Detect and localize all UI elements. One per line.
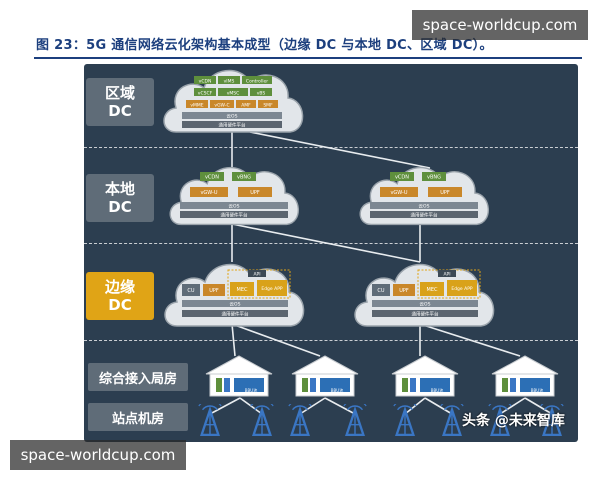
building-tag: BBU池 (331, 387, 343, 393)
regional-row3: vMME vGW-C AMF SMF (186, 100, 278, 109)
edge-cloud-os: 云OS (230, 302, 241, 308)
local-vnf: UPF (440, 190, 450, 196)
regional-vnf: vCSCF (198, 91, 213, 97)
edge-box: MEC (237, 287, 248, 293)
local-vnf: vCDN (395, 175, 409, 181)
regional-vnf: vMSC (227, 91, 240, 97)
access-office-building: BBU池 (491, 355, 559, 397)
regional-cloud-os: 云OS (227, 114, 238, 120)
regional-vnf: vMME (190, 103, 203, 109)
edge-box: CU (187, 288, 194, 294)
tier-label-edge-dc: 边缘 DC (86, 272, 154, 320)
local-cloud-os: 云OS (419, 204, 430, 210)
edge-box: Edge APP (451, 286, 473, 292)
tier-regional-line1: 区域 (104, 84, 135, 102)
regional-vnf: vBS (257, 91, 266, 97)
watermark-bottom: space-worldcup.com (10, 440, 186, 470)
regional-vnf: vGW-C (214, 103, 229, 109)
building-tag: BBU池 (245, 387, 257, 393)
tier-regional-line2: DC (108, 102, 132, 120)
cell-tower-icon (439, 404, 465, 436)
regional-vnf: Controller (246, 79, 268, 85)
edge-api-label: API (443, 272, 450, 278)
watermark-top: space-worldcup.com (412, 10, 588, 40)
regional-vnf: vCDN (199, 79, 212, 85)
local-vnf: vBNG (237, 175, 251, 181)
regional-row2: vCSCF vMSC vBS (194, 88, 272, 97)
regional-row1: vCDN vIMS Controller (194, 76, 272, 85)
local-dc-cloud-left: vCDN vBNG vGW-U UPF 云OS 通用硬件平台 (169, 166, 300, 226)
local-vnf: vGW-U (390, 190, 407, 196)
access-office-building: BBU池 (291, 355, 359, 397)
edge-box: UPF (209, 288, 219, 294)
cell-tower-icon (342, 404, 368, 436)
tier-edge-line2: DC (108, 296, 132, 314)
local-cloud-os: 云OS (229, 204, 240, 210)
regional-hw-platform: 通用硬件平台 (219, 122, 246, 129)
row-label-access-office: 综合接入局房 (88, 363, 188, 391)
tier-edge-line1: 边缘 (104, 278, 135, 296)
local-vnf: vBNG (427, 175, 441, 181)
building-tag: BBU池 (531, 387, 543, 393)
source-credit: 头条 @未来智库 (462, 413, 565, 429)
edge-box: MEC (427, 287, 438, 293)
band-divider-3 (84, 340, 578, 341)
caption-underline (34, 57, 582, 59)
cell-tower-icon (392, 404, 418, 436)
local-hw-platform: 通用硬件平台 (411, 212, 438, 219)
regional-vnf: AMF (241, 103, 251, 109)
local-hw-platform: 通用硬件平台 (221, 212, 248, 219)
access-office-building: BBU池 (205, 355, 273, 397)
figure-caption: 图 23：5G 通信网络云化架构基本成型（边缘 DC 与本地 DC、区域 DC）… (36, 38, 493, 53)
row-label-site-room: 站点机房 (88, 403, 188, 431)
edge-box: CU (377, 288, 384, 294)
tier-label-local-dc: 本地 DC (86, 174, 154, 222)
regional-dc-cloud: vCDN vIMS Controller vCSCF vMSC vBS vMME… (163, 69, 304, 133)
tier-local-line2: DC (108, 198, 132, 216)
tier-label-regional-dc: 区域 DC (86, 78, 154, 126)
access-office-building: BBU池 (391, 355, 459, 397)
local-vnf: UPF (250, 190, 260, 196)
tier-local-line1: 本地 (104, 180, 135, 198)
edge-dc-cloud-right: API CU UPF MEC Edge APP 云OS 通用硬件平台 (354, 263, 495, 327)
edge-dc-cloud-left: API CU UPF MEC Edge APP 云OS 通用硬件平台 (164, 263, 305, 327)
local-vnf: vCDN (205, 175, 219, 181)
local-vnf: vGW-U (200, 190, 217, 196)
edge-box: Edge APP (261, 286, 283, 292)
regional-vnf: vIMS (224, 79, 235, 85)
building-tag: BBU池 (431, 387, 443, 393)
regional-vnf: SMF (263, 103, 273, 109)
edge-box: UPF (399, 288, 409, 294)
cell-tower-icon (249, 404, 275, 436)
edge-api-label: API (253, 272, 260, 278)
local-dc-cloud-right: vCDN vBNG vGW-U UPF 云OS 通用硬件平台 (359, 166, 490, 226)
cell-tower-icon (287, 404, 313, 436)
edge-hw-platform: 通用硬件平台 (412, 311, 439, 318)
edge-hw-platform: 通用硬件平台 (222, 311, 249, 318)
edge-cloud-os: 云OS (420, 302, 431, 308)
cell-tower-icon (197, 404, 223, 436)
